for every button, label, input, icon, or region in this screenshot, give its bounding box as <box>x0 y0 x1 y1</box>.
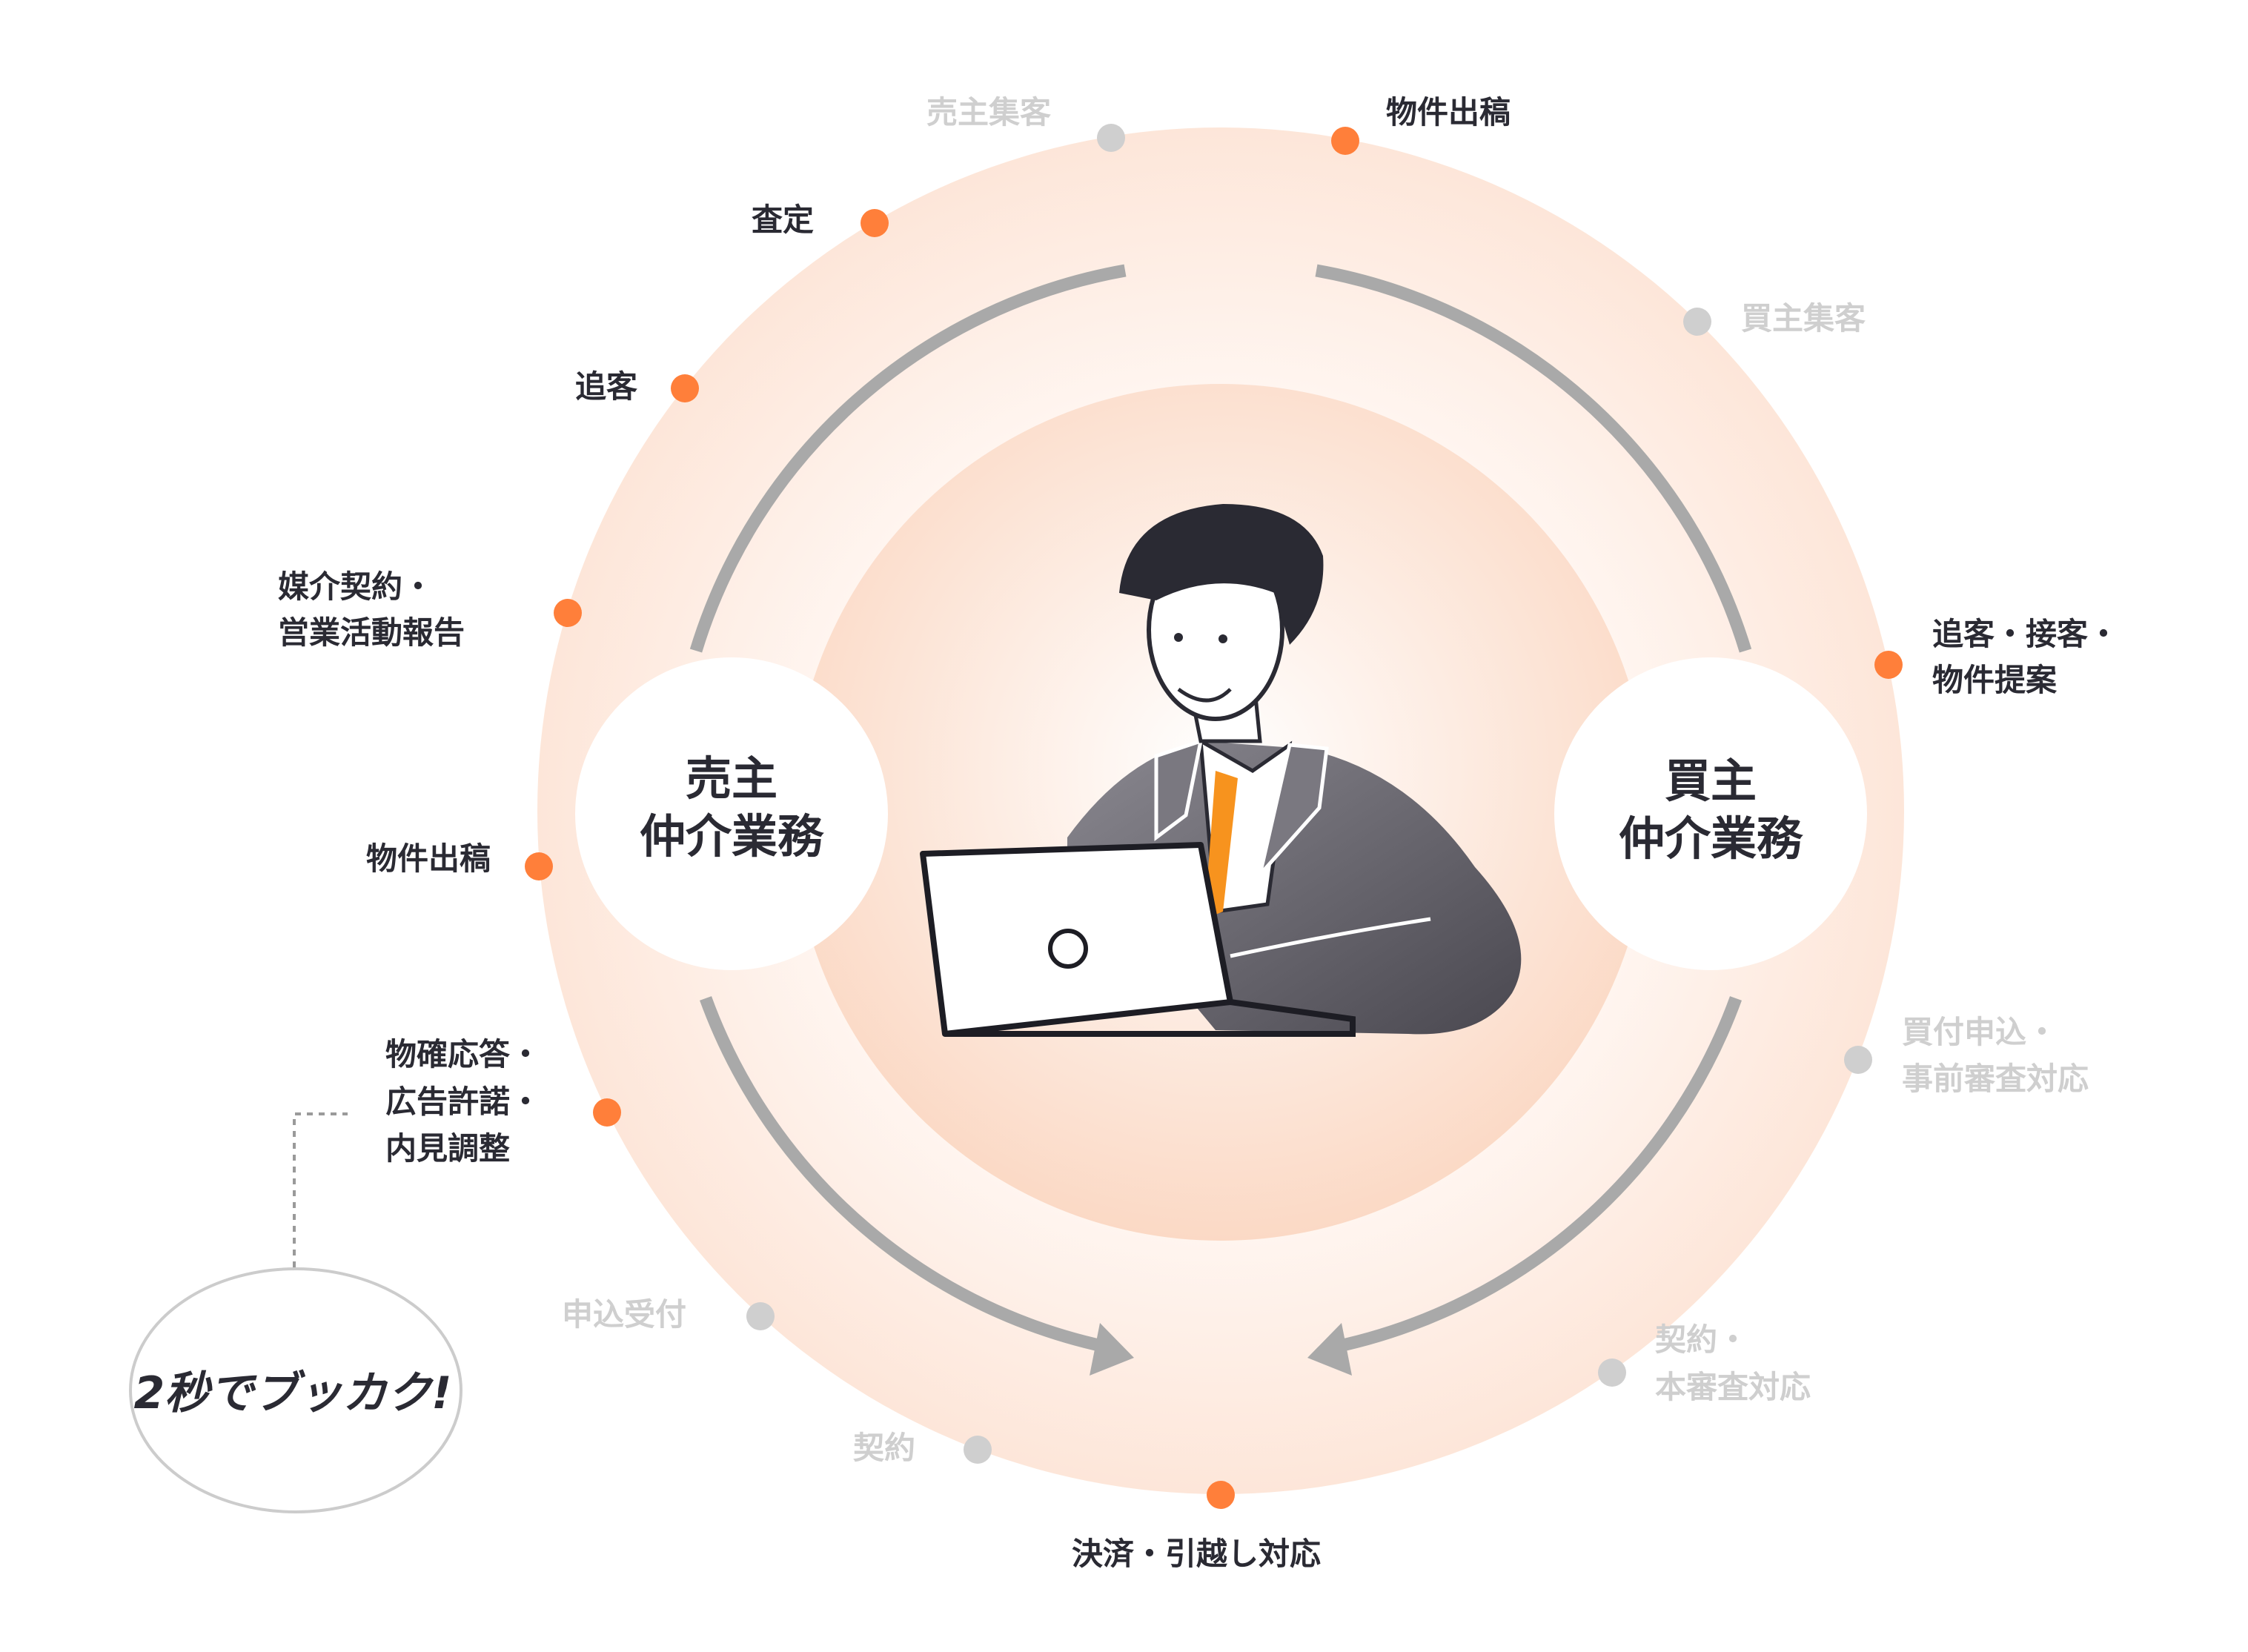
label-application: 申込受付 <box>562 1296 686 1333</box>
label-settlement: 決済・引越し対応 <box>1072 1536 1321 1572</box>
label-contract-right-1: 契約・ <box>1655 1321 1748 1358</box>
lapel-left <box>1154 738 1204 841</box>
callout-bubble <box>129 1267 462 1513</box>
buyer-hub: 買主 仲介業務 <box>1554 657 1867 970</box>
dot-contract-right <box>1598 1359 1626 1387</box>
arc-top-right <box>1315 264 1752 653</box>
label-inquiry-2: 広告許諾・ <box>385 1084 541 1120</box>
dot-purchase-offer <box>1844 1046 1872 1074</box>
label-purchase-offer-2: 事前審査対応 <box>1902 1061 2089 1097</box>
arc-top-left <box>689 264 1127 653</box>
eye-left <box>1174 633 1183 642</box>
dot-application <box>746 1302 775 1330</box>
laptop-logo-icon <box>1048 929 1088 969</box>
label-mediation-1: 媒介契約・ <box>278 568 434 605</box>
laptop <box>920 842 1233 1037</box>
dot-listing-left <box>525 852 553 880</box>
label-inquiry-1: 物確応答・ <box>385 1036 541 1072</box>
arrowhead-right-icon <box>1307 1323 1352 1376</box>
dot-buyer-acquisition <box>1683 308 1711 336</box>
buyer-hub-subtitle: 仲介業務 <box>1619 812 1803 866</box>
label-buyer-followup-2: 物件提案 <box>1932 662 2058 698</box>
label-buyer-acquisition: 買主集客 <box>1741 300 1866 336</box>
businessman-illustration <box>920 504 1522 1037</box>
dot-mediation <box>554 599 582 627</box>
label-contract-left: 契約 <box>853 1430 915 1466</box>
tie <box>1204 771 1238 919</box>
label-contract-right-2: 本審査対応 <box>1655 1369 1811 1405</box>
seller-hub: 売主 仲介業務 <box>575 657 888 970</box>
dot-contract-left <box>964 1436 992 1464</box>
label-buyer-followup-1: 追客・接客・ <box>1932 616 2119 652</box>
dot-seller-acquisition <box>1097 124 1125 152</box>
cycle-arcs <box>689 264 1752 1356</box>
label-seller-acquisition: 売主集客 <box>926 94 1051 130</box>
callout-text: 2秒でブッカク! <box>133 1367 451 1419</box>
buyer-hub-title: 買主 <box>1665 754 1757 808</box>
dot-follow-up <box>671 374 699 402</box>
arc-bottom-right <box>1324 996 1742 1356</box>
label-assessment: 査定 <box>752 202 814 238</box>
hair <box>1119 504 1324 645</box>
lapel-right <box>1258 743 1329 876</box>
eye-right <box>1219 634 1227 643</box>
dot-assessment <box>861 209 889 237</box>
label-listing-top: 物件出稿 <box>1386 94 1511 130</box>
step-dots <box>525 124 1903 1509</box>
dot-inquiry <box>593 1098 621 1127</box>
label-follow-up: 追客 <box>575 368 637 405</box>
arm <box>1230 917 1431 958</box>
label-mediation-2: 営業活動報告 <box>278 614 465 651</box>
dot-settlement <box>1207 1481 1235 1509</box>
callout-connector <box>293 1112 348 1267</box>
dot-buyer-followup <box>1874 651 1903 679</box>
label-listing-left: 物件出稿 <box>366 840 491 877</box>
arc-bottom-left <box>700 996 1118 1356</box>
seller-hub-title: 売主 <box>686 752 777 806</box>
dot-listing-top <box>1331 127 1359 155</box>
arrowhead-left-icon <box>1090 1323 1134 1376</box>
seller-hub-subtitle: 仲介業務 <box>640 809 824 863</box>
smile <box>1177 687 1232 703</box>
label-inquiry-3: 内見調整 <box>385 1130 510 1167</box>
label-purchase-offer-1: 買付申込・ <box>1902 1014 2058 1050</box>
laptop-base <box>945 999 1356 1037</box>
